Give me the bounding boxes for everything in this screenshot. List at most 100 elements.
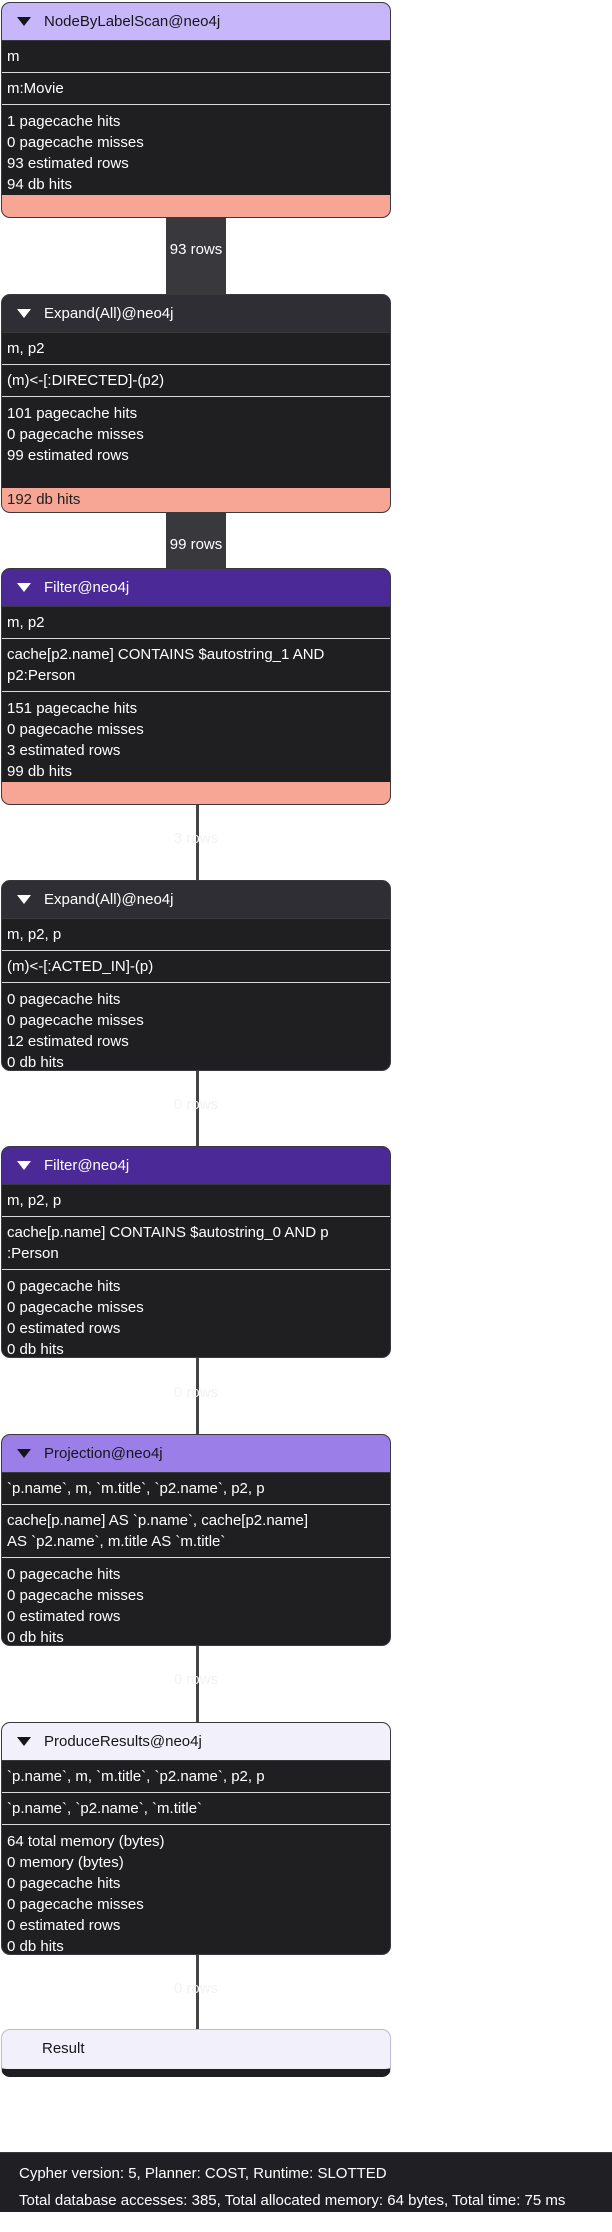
stat-pagecache-hits: 101 pagecache hits xyxy=(7,405,138,422)
plan-node-header[interactable]: Filter@neo4j xyxy=(2,1147,390,1185)
plan-node-header[interactable]: Expand(All)@neo4j xyxy=(2,295,390,333)
stat-db-hits: 0 db hits xyxy=(7,1341,64,1358)
plan-node-details: cache[p.name] AS `p.name`, cache[p2.name… xyxy=(2,1505,390,1558)
db-hits-warning-bar xyxy=(2,782,390,804)
stat-db-hits: 0 db hits xyxy=(7,1938,64,1955)
caret-down-icon[interactable] xyxy=(17,1449,31,1458)
plan-node-details: m:Movie xyxy=(2,73,390,105)
plan-node-details: (m)<-[:DIRECTED]-(p2) xyxy=(2,365,390,397)
plan-node-header[interactable]: ProduceResults@neo4j xyxy=(2,1723,390,1761)
plan-node-identifiers: m, p2 xyxy=(2,607,390,639)
plan-node-header[interactable]: Projection@neo4j xyxy=(2,1435,390,1473)
plan-node-header[interactable]: Filter@neo4j xyxy=(2,569,390,607)
plan-node-identifiers: `p.name`, m, `m.title`, `p2.name`, p2, p xyxy=(2,1473,390,1505)
plan-node-filter-p2: Filter@neo4j m, p2 cache[p2.name] CONTAI… xyxy=(1,568,391,805)
stat-pagecache-misses: 0 pagecache misses xyxy=(7,1299,144,1316)
connector-edge xyxy=(196,1646,199,1722)
plan-node-stats: 0 pagecache hits 0 pagecache misses 0 es… xyxy=(2,1270,390,1358)
plan-node-title: ProduceResults@neo4j xyxy=(44,1733,202,1750)
connector-edge xyxy=(196,1071,199,1146)
plan-node-projection: Projection@neo4j `p.name`, m, `m.title`,… xyxy=(1,1434,391,1646)
plan-node-identifiers: m, p2 xyxy=(2,333,390,365)
connector-edge xyxy=(196,1358,199,1434)
result-node[interactable]: Result xyxy=(1,2029,391,2077)
stat-estimated-rows: 12 estimated rows xyxy=(7,1033,129,1050)
plan-node-identifiers: `p.name`, m, `m.title`, `p2.name`, p2, p xyxy=(2,1761,390,1793)
stat-estimated-rows: 0 estimated rows xyxy=(7,1608,121,1625)
stat-pagecache-hits: 0 pagecache hits xyxy=(7,991,121,1008)
stat-pagecache-misses: 0 pagecache misses xyxy=(7,1896,144,1913)
stat-db-hits: 99 db hits xyxy=(7,763,73,780)
stat-pagecache-hits: 0 pagecache hits xyxy=(7,1566,121,1583)
row-count-label: 0 rows xyxy=(173,1671,219,1688)
db-hits-warning-bar xyxy=(2,195,390,217)
stat-estimated-rows: 3 estimated rows xyxy=(7,742,121,759)
stat-pagecache-misses: 0 pagecache misses xyxy=(7,721,144,738)
caret-down-icon[interactable] xyxy=(17,1161,31,1170)
plan-node-title: Expand(All)@neo4j xyxy=(44,305,174,322)
stat-db-hits: 0 db hits xyxy=(7,1629,64,1646)
stat-pagecache-hits: 1 pagecache hits xyxy=(7,113,121,130)
plan-node-title: Expand(All)@neo4j xyxy=(44,891,174,908)
plan-node-details: `p.name`, `p2.name`, `m.title` xyxy=(2,1793,390,1825)
row-count-label: 93 rows xyxy=(169,241,223,258)
plan-node-title: Projection@neo4j xyxy=(44,1445,163,1462)
summary-totals: Total database accesses: 385, Total allo… xyxy=(19,2192,566,2209)
plan-node-header[interactable]: Expand(All)@neo4j xyxy=(2,881,390,919)
plan-node-stats: 151 pagecache hits 0 pagecache misses 3 … xyxy=(2,692,390,786)
plan-node-stats: 64 total memory (bytes) 0 memory (bytes)… xyxy=(2,1825,390,1955)
stat-pagecache-misses: 0 pagecache misses xyxy=(7,134,144,151)
caret-down-icon[interactable] xyxy=(17,17,31,26)
plan-node-identifiers: m, p2, p xyxy=(2,919,390,951)
plan-node-stats: 1 pagecache hits 0 pagecache misses 93 e… xyxy=(2,105,390,199)
result-label: Result xyxy=(42,2040,85,2057)
stat-memory: 0 memory (bytes) xyxy=(7,1854,124,1871)
stat-estimated-rows: 93 estimated rows xyxy=(7,155,129,172)
stat-db-hits: 94 db hits xyxy=(7,176,73,193)
stat-pagecache-hits: 0 pagecache hits xyxy=(7,1875,121,1892)
stat-pagecache-misses: 0 pagecache misses xyxy=(7,426,144,443)
caret-down-icon[interactable] xyxy=(17,895,31,904)
plan-node-stats: 101 pagecache hits 0 pagecache misses 99… xyxy=(2,397,390,470)
plan-node-expand-directed: Expand(All)@neo4j m, p2 (m)<-[:DIRECTED]… xyxy=(1,294,391,513)
plan-node-title: Filter@neo4j xyxy=(44,1157,130,1174)
row-count-label: 99 rows xyxy=(169,536,223,553)
plan-node-identifiers: m xyxy=(2,41,390,73)
caret-down-icon[interactable] xyxy=(17,1737,31,1746)
plan-node-nodebylabelscan: NodeByLabelScan@neo4j m m:Movie 1 pageca… xyxy=(1,2,391,218)
plan-node-stats: 0 pagecache hits 0 pagecache misses 12 e… xyxy=(2,983,390,1071)
row-count-label: 0 rows xyxy=(173,1980,219,1997)
stat-pagecache-hits: 151 pagecache hits xyxy=(7,700,138,717)
row-count-label: 3 rows xyxy=(173,830,219,847)
stat-estimated-rows: 0 estimated rows xyxy=(7,1917,121,1934)
stat-pagecache-misses: 0 pagecache misses xyxy=(7,1012,144,1029)
connector-edge xyxy=(166,218,226,294)
plan-node-details: cache[p2.name] CONTAINS $autostring_1 AN… xyxy=(2,639,390,692)
connector-edge xyxy=(196,805,199,880)
connector-edge xyxy=(196,1955,199,2029)
query-summary-bar: Cypher version: 5, Planner: COST, Runtim… xyxy=(0,2152,612,2212)
db-hits-warning-bar: 192 db hits xyxy=(2,488,390,512)
plan-node-details: (m)<-[:ACTED_IN]-(p) xyxy=(2,951,390,983)
plan-node-produceresults: ProduceResults@neo4j `p.name`, m, `m.tit… xyxy=(1,1722,391,1955)
stat-db-hits: 0 db hits xyxy=(7,1054,64,1071)
row-count-label: 0 rows xyxy=(173,1096,219,1113)
stat-total-memory: 64 total memory (bytes) xyxy=(7,1833,165,1850)
summary-runtime-info: Cypher version: 5, Planner: COST, Runtim… xyxy=(19,2165,387,2182)
stat-pagecache-hits: 0 pagecache hits xyxy=(7,1278,121,1295)
row-count-label: 0 rows xyxy=(173,1384,219,1401)
stat-pagecache-misses: 0 pagecache misses xyxy=(7,1587,144,1604)
plan-node-filter-p: Filter@neo4j m, p2, p cache[p.name] CONT… xyxy=(1,1146,391,1358)
plan-node-title: NodeByLabelScan@neo4j xyxy=(44,13,221,30)
plan-node-title: Filter@neo4j xyxy=(44,579,130,596)
stat-estimated-rows: 99 estimated rows xyxy=(7,447,129,464)
plan-node-expand-acted-in: Expand(All)@neo4j m, p2, p (m)<-[:ACTED_… xyxy=(1,880,391,1071)
plan-node-stats: 0 pagecache hits 0 pagecache misses 0 es… xyxy=(2,1558,390,1646)
plan-node-identifiers: m, p2, p xyxy=(2,1185,390,1217)
caret-down-icon[interactable] xyxy=(17,583,31,592)
plan-node-details: cache[p.name] CONTAINS $autostring_0 AND… xyxy=(2,1217,390,1270)
caret-down-icon[interactable] xyxy=(17,309,31,318)
stat-estimated-rows: 0 estimated rows xyxy=(7,1320,121,1337)
plan-node-header[interactable]: NodeByLabelScan@neo4j xyxy=(2,3,390,41)
connector-edge xyxy=(166,513,226,568)
